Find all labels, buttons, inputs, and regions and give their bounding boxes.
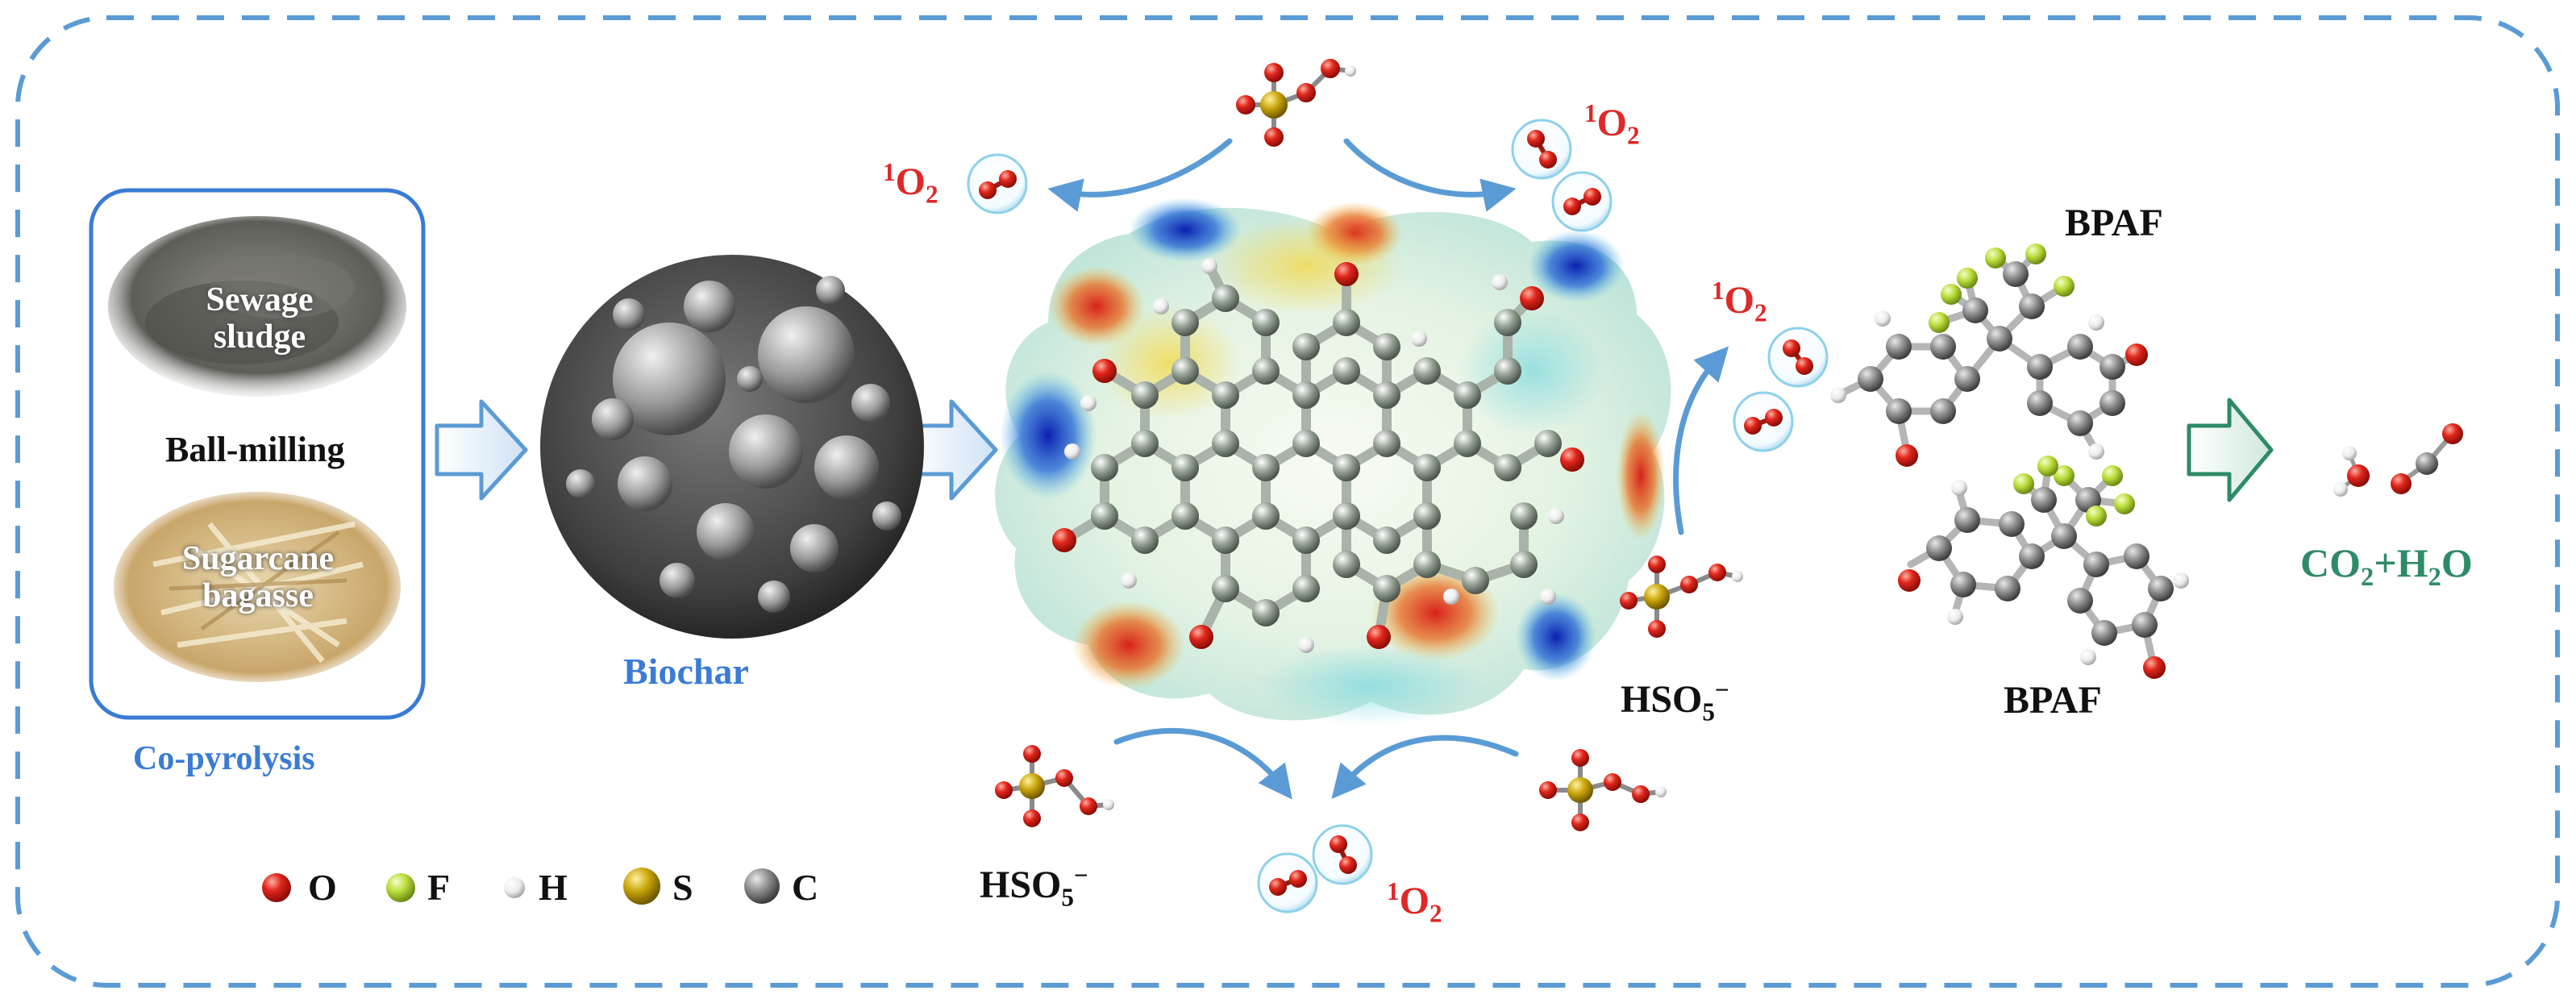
singlet-oxygen-label-left: 1O2 [883,158,938,209]
biochar-sem-image [540,255,924,639]
o2-bubble [1511,119,1572,180]
products-label: CO2+H2O [2300,540,2473,592]
singlet-oxygen-label-top-right: 1O2 [1584,99,1640,150]
ball-milling-label: Ball-milling [165,430,345,469]
catalyst-atoms [1052,258,1584,653]
legend-atoms [262,868,780,905]
co-pyrolysis-label: Co-pyrolysis [133,740,315,777]
legend-label-f: F [427,867,451,908]
sewage-sludge-label: Sewage sludge [179,281,340,356]
o2-bubble [1551,171,1613,232]
bpaf-molecule-bottom [1898,456,2189,679]
hso5-molecule-bottom-left [995,745,1114,827]
bagasse-label-line1: Sugarcane [181,540,335,577]
singlet-oxygen-label-bottom: 1O2 [1387,877,1442,928]
legend-atom-h-icon [504,877,525,898]
sewage-sludge-image [108,216,406,397]
bpaf-label-top: BPAF [2065,202,2163,244]
bagasse-label-line2: bagasse [202,577,314,614]
o2-bubble [1257,852,1318,914]
o2-bubble [1767,327,1829,388]
singlet-oxygen-bubbles [967,119,1829,914]
legend-atom-f-icon [386,873,415,902]
o2-bubble [1733,391,1794,452]
hso5-molecule-right [1620,556,1743,638]
o2-bubble [967,153,1028,214]
legend-label-s: S [672,867,693,908]
dashed-frame [15,15,2560,988]
water-molecule [2333,446,2370,497]
hso5-molecule-bottom-right [1539,749,1667,831]
legend-label-o: O [308,867,337,908]
o2-bubble [1312,824,1373,885]
co2-molecule [2391,423,2463,494]
legend-label-h: H [539,867,568,908]
process-arrows [1047,138,1729,800]
arrow-to-biochar-icon [435,399,528,501]
sewage-label-line1: Sewage [206,281,314,318]
hso5-molecule-top [1236,59,1356,147]
sugarcane-bagasse-label: Sugarcane bagasse [161,540,355,614]
sugarcane-bagasse-image [114,492,401,682]
bpaf-label-bottom: BPAF [2004,679,2102,722]
legend-atom-s-icon [623,868,660,905]
singlet-oxygen-label-right: 1O2 [1712,277,1767,327]
legend-atom-c-icon [744,868,780,904]
biochar-label: Biochar [623,651,749,692]
sewage-label-line2: sludge [213,318,306,356]
hso5-label-right: HSO5− [1621,676,1729,726]
hso5-label-bottom: HSO5− [980,861,1088,912]
legend-label-c: C [792,867,819,908]
bpaf-molecule-top [1830,243,2148,467]
arrow-to-products-icon [2187,397,2274,502]
legend-atom-o-icon [262,873,291,902]
